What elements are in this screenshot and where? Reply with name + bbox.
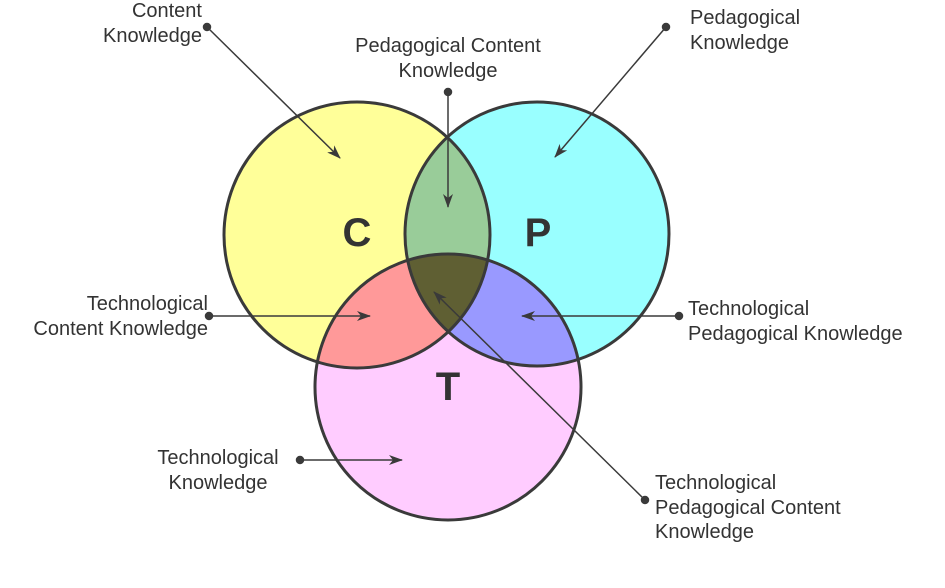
dot-pk — [661, 22, 671, 32]
tck-region — [315, 254, 490, 368]
arrow-tpck — [433, 291, 646, 501]
pointer-arrows — [202, 22, 684, 505]
arrow-pk — [554, 26, 667, 158]
circle-letter-c: C — [343, 211, 372, 255]
circle-letter-p: P — [525, 211, 552, 255]
dot-ck — [202, 22, 212, 32]
dot-pck — [443, 87, 453, 97]
dot-tpk — [674, 311, 684, 321]
tpk-region — [405, 254, 581, 366]
dot-tpck — [640, 495, 650, 505]
arrow-ck — [206, 26, 341, 159]
dot-tk — [295, 455, 305, 465]
dot-tck — [204, 311, 214, 321]
circle-letter-t: T — [436, 365, 460, 409]
circle-outlines — [222, 100, 671, 522]
